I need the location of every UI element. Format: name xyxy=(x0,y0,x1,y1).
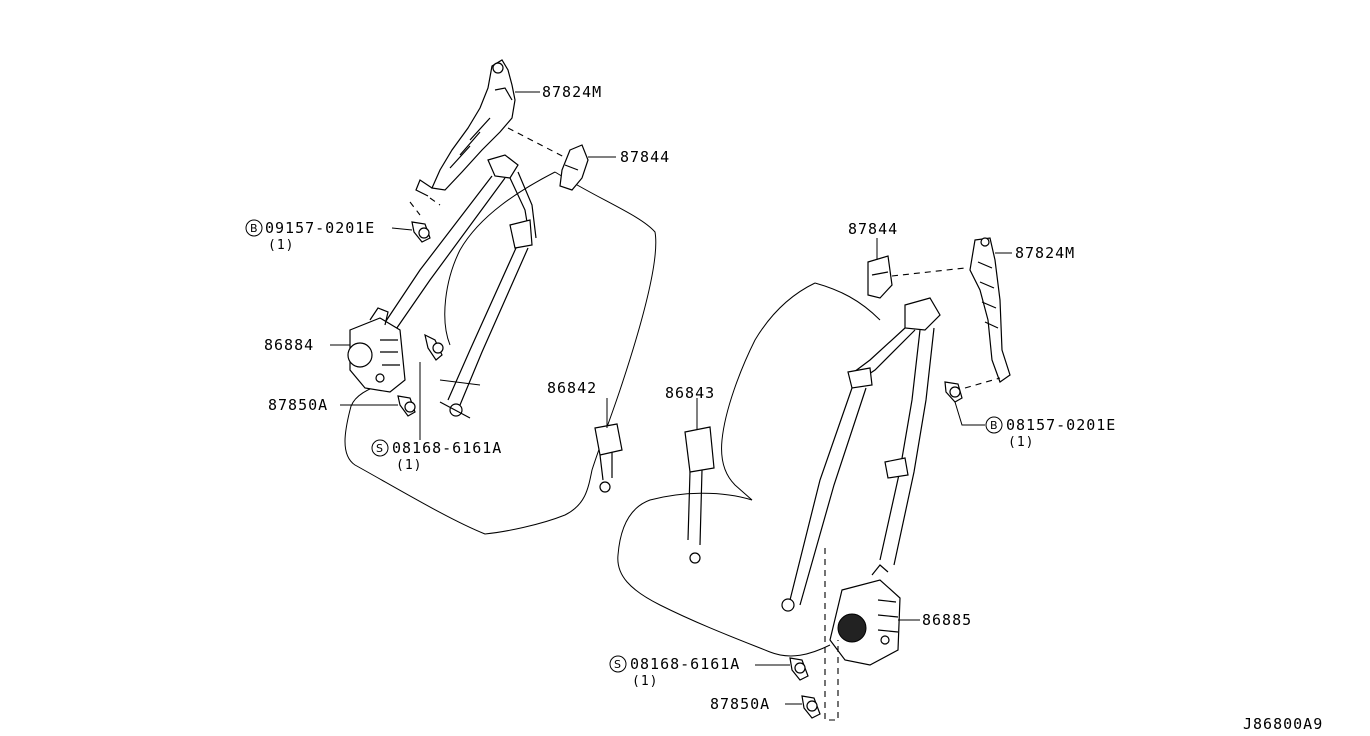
right-bolt-08157 xyxy=(944,381,963,403)
label-left-87824M: 87824M xyxy=(542,83,602,101)
right-dashed-link xyxy=(891,267,966,277)
right-guide-87844 xyxy=(867,255,893,299)
label-right-86885: 86885 xyxy=(922,611,972,629)
right-belt-webbing xyxy=(781,297,941,612)
left-dashed-link xyxy=(507,127,571,161)
left-retractor-86884 xyxy=(347,307,406,393)
screw-type-letter: S xyxy=(376,442,383,455)
screw-type-letter: S xyxy=(614,658,621,671)
label-right-08157: 08157-0201E xyxy=(1006,416,1116,434)
screw-type-circle-icon xyxy=(609,655,627,673)
right-bolt-08168 xyxy=(789,657,809,681)
bolt-type-circle-icon xyxy=(985,416,1003,434)
label-left-86884: 86884 xyxy=(264,336,314,354)
bolt-type-letter: B xyxy=(250,222,258,235)
left-bolt-87850A xyxy=(397,395,416,417)
left-bolt-09157 xyxy=(411,221,431,243)
bolt-type-circle-icon xyxy=(245,219,263,237)
right-retractor-86885 xyxy=(829,564,901,666)
right-height-adjuster xyxy=(969,237,1011,383)
left-buckle-86842 xyxy=(594,423,623,493)
left-belt-webbing xyxy=(379,154,537,419)
left-height-adjuster xyxy=(415,59,516,197)
label-left-86842: 86842 xyxy=(547,379,597,397)
right-buckle-86843 xyxy=(684,426,715,564)
label-left-08168: 08168-6161A xyxy=(392,439,502,457)
screw-type-circle-icon xyxy=(371,439,389,457)
label-left-08168-qty: (1) xyxy=(396,458,422,473)
label-left-09157-qty: (1) xyxy=(268,238,294,253)
label-right-screw-group: S 08168-6161A (1) xyxy=(609,655,740,689)
label-right-87844: 87844 xyxy=(848,220,898,238)
right-seat-outline xyxy=(617,282,881,657)
label-left-bolt-group: B 09157-0201E (1) xyxy=(245,219,375,253)
label-right-08168: 08168-6161A xyxy=(630,655,740,673)
label-left-87850A: 87850A xyxy=(268,396,328,414)
label-left-87844: 87844 xyxy=(620,148,670,166)
label-left-09157: 09157-0201E xyxy=(265,219,375,237)
left-seat-outline xyxy=(344,171,657,535)
label-right-86843: 86843 xyxy=(665,384,715,402)
left-guide-87844 xyxy=(559,144,589,191)
diagram-id: J86800A9 xyxy=(1243,715,1323,733)
label-right-08157-qty: (1) xyxy=(1008,435,1034,450)
label-right-87850A: 87850A xyxy=(710,695,770,713)
label-right-87824M: 87824M xyxy=(1015,244,1075,262)
right-vertical-dash xyxy=(824,548,839,721)
right-bolt-dash xyxy=(964,377,1001,389)
left-bolt-08168 xyxy=(424,333,444,361)
label-left-screw-group: S 08168-6161A (1) xyxy=(371,439,502,473)
leader-lines xyxy=(330,91,1012,705)
left-bolt-dash xyxy=(409,197,441,216)
label-right-08168-qty: (1) xyxy=(632,674,658,689)
right-bolt-87850A xyxy=(801,695,821,719)
bolt-type-letter: B xyxy=(990,419,998,432)
label-right-bolt-group: B 08157-0201E (1) xyxy=(985,416,1116,450)
